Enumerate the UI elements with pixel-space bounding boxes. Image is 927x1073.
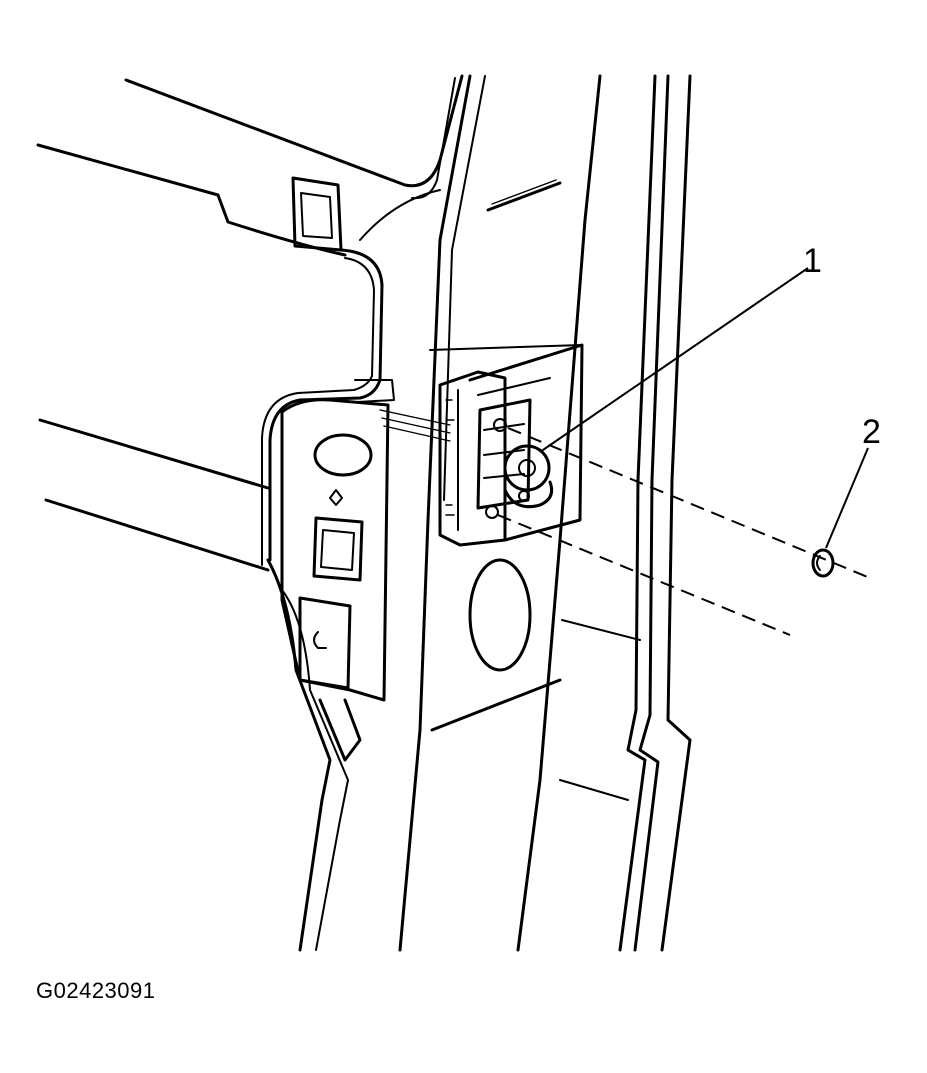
figure-id: G02423091 [36, 978, 156, 1003]
upper-body-panel [36, 74, 464, 257]
wire-harness [261, 189, 451, 566]
nut [811, 548, 835, 578]
callout-1-leader [539, 267, 809, 453]
callout-2-label: 2 [862, 413, 881, 451]
striker-bolt [503, 444, 554, 509]
upper-tab [291, 176, 343, 252]
mounting-bolts [485, 418, 507, 519]
pillar-access-hole [468, 558, 532, 672]
callout-2-leader [825, 447, 869, 549]
door-frame [559, 74, 692, 952]
door-pillar [398, 74, 602, 952]
body-trim-lines [38, 418, 362, 952]
callout-1-label: 1 [803, 242, 822, 280]
left-hinge-plate [280, 398, 390, 702]
latch-module [438, 343, 584, 547]
alignment-centerlines [497, 427, 871, 636]
